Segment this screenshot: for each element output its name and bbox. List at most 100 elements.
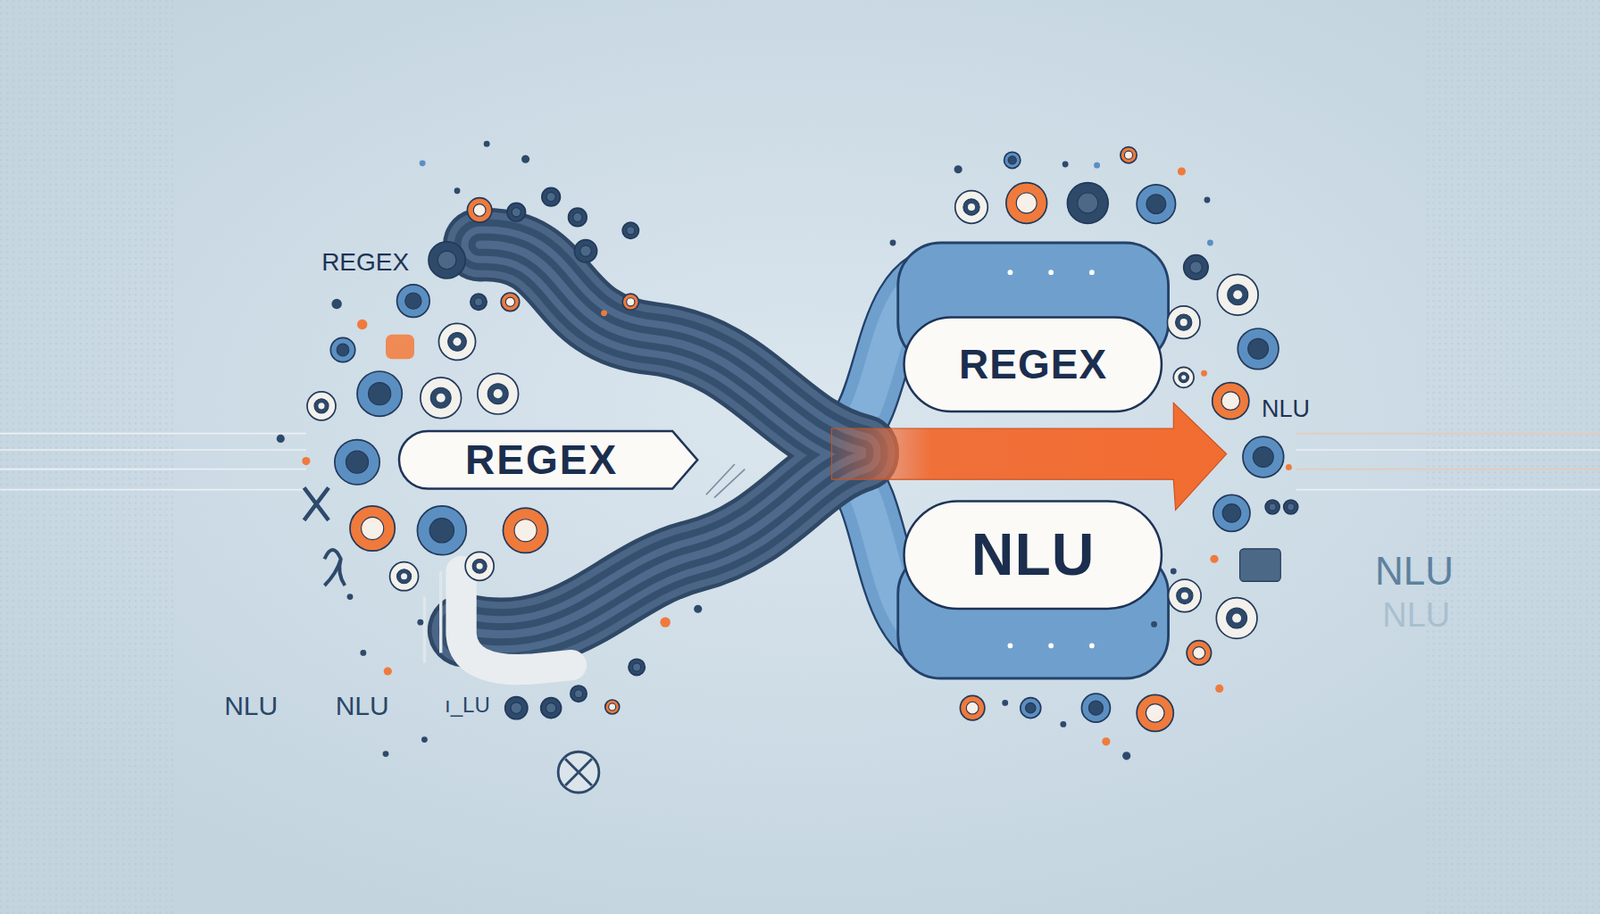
circle-inner xyxy=(545,702,556,713)
tag-outline xyxy=(399,431,698,490)
circle-core xyxy=(1226,397,1235,406)
decor-dot xyxy=(1204,197,1211,204)
decor-circle xyxy=(1186,641,1211,666)
circle-inner xyxy=(1146,194,1167,215)
tag-box: REGEX xyxy=(398,430,700,491)
circle-outer xyxy=(574,240,597,263)
node-text: REGEX xyxy=(398,437,659,484)
circle-outer xyxy=(1081,693,1110,723)
decor-circle xyxy=(622,222,639,239)
circle-outer xyxy=(390,562,419,592)
circle-outer xyxy=(558,751,600,793)
free-label: NLU xyxy=(335,690,390,720)
free-label: NLU xyxy=(1382,597,1450,635)
decor-circle xyxy=(1265,500,1280,515)
node-text: NLU xyxy=(971,522,1096,588)
circle-inner xyxy=(1227,284,1249,306)
circle-inner xyxy=(1252,447,1274,468)
decor-circle xyxy=(1216,274,1259,316)
circle-inner xyxy=(336,343,350,357)
decor-dot xyxy=(1062,161,1069,168)
decor-dot xyxy=(1093,162,1100,169)
circle-inner xyxy=(510,702,523,715)
circle-core xyxy=(400,573,408,580)
decor-circle xyxy=(541,698,562,719)
circle-core xyxy=(628,300,633,304)
circle-outer xyxy=(428,241,466,279)
circle-outer xyxy=(502,508,548,553)
circle-outer xyxy=(1020,698,1042,719)
circle-core xyxy=(1150,708,1159,717)
circle-outer xyxy=(505,697,528,720)
circle-outer xyxy=(420,377,462,419)
circle-inner xyxy=(1178,372,1189,383)
circle-core xyxy=(1233,290,1242,300)
circle-outer xyxy=(541,698,562,719)
decor-dot xyxy=(331,299,342,309)
circle-outer xyxy=(605,700,620,715)
circle-inner xyxy=(345,450,368,474)
decor-circle xyxy=(1166,306,1200,340)
circle-core xyxy=(1180,318,1188,326)
cross xyxy=(565,758,592,786)
circle-inner xyxy=(1008,156,1017,165)
node-text: REGEX xyxy=(958,341,1108,388)
circle-outer xyxy=(1066,183,1109,225)
circle-core xyxy=(436,393,446,403)
circle-core xyxy=(1196,650,1202,656)
circle-inner xyxy=(546,191,556,201)
decor-square xyxy=(385,334,415,359)
decor-circle xyxy=(959,695,984,720)
decor-circle xyxy=(574,240,597,263)
circle-inner xyxy=(1222,504,1242,524)
decor-circle xyxy=(470,293,487,310)
decor-dot xyxy=(421,736,428,743)
circle-inner xyxy=(573,212,583,222)
decor-circle xyxy=(568,208,588,227)
guide-line xyxy=(0,449,307,451)
circle-core xyxy=(1022,198,1032,208)
decor-dot xyxy=(357,319,367,330)
circle-outer xyxy=(1237,328,1279,370)
decor-dot xyxy=(1209,555,1218,564)
circle-outer xyxy=(1166,306,1200,340)
circle-outer xyxy=(466,198,492,223)
circle-inner xyxy=(505,297,515,307)
decor-dot xyxy=(890,240,897,247)
texture xyxy=(0,0,174,914)
node-label: REGEX xyxy=(958,341,1108,388)
circle-inner xyxy=(1176,587,1193,604)
circle-outer xyxy=(507,202,526,222)
circle-core xyxy=(493,389,503,399)
decor-circles xyxy=(276,141,1299,761)
decor-circle xyxy=(428,241,466,279)
circle-outer xyxy=(500,292,520,312)
decor-circle xyxy=(1183,255,1209,280)
ribbon-strand xyxy=(423,597,426,664)
circle-inner xyxy=(574,690,583,699)
circle-inner xyxy=(1077,192,1099,214)
circle-outer xyxy=(397,284,431,318)
decor-dot xyxy=(1285,464,1292,471)
circle-outer xyxy=(955,191,989,225)
circle-inner xyxy=(511,208,521,217)
decor-circle xyxy=(1120,147,1137,164)
decor-circle xyxy=(1216,598,1258,640)
circle-outer xyxy=(568,208,588,227)
decor-circle xyxy=(350,506,395,551)
circle-outer xyxy=(477,373,519,415)
pill-outline xyxy=(904,317,1162,413)
circle-inner xyxy=(314,399,329,414)
ribbon-dot xyxy=(1089,269,1095,275)
circle-inner xyxy=(608,703,617,711)
circle-outer xyxy=(470,293,487,310)
circle-inner xyxy=(429,518,454,543)
circle-inner xyxy=(1175,314,1192,331)
decor-dot xyxy=(1150,621,1158,628)
node-label: REGEX xyxy=(465,437,618,484)
decor-circle xyxy=(438,323,475,360)
decor-circle xyxy=(505,697,528,720)
decor-dot xyxy=(521,155,530,164)
